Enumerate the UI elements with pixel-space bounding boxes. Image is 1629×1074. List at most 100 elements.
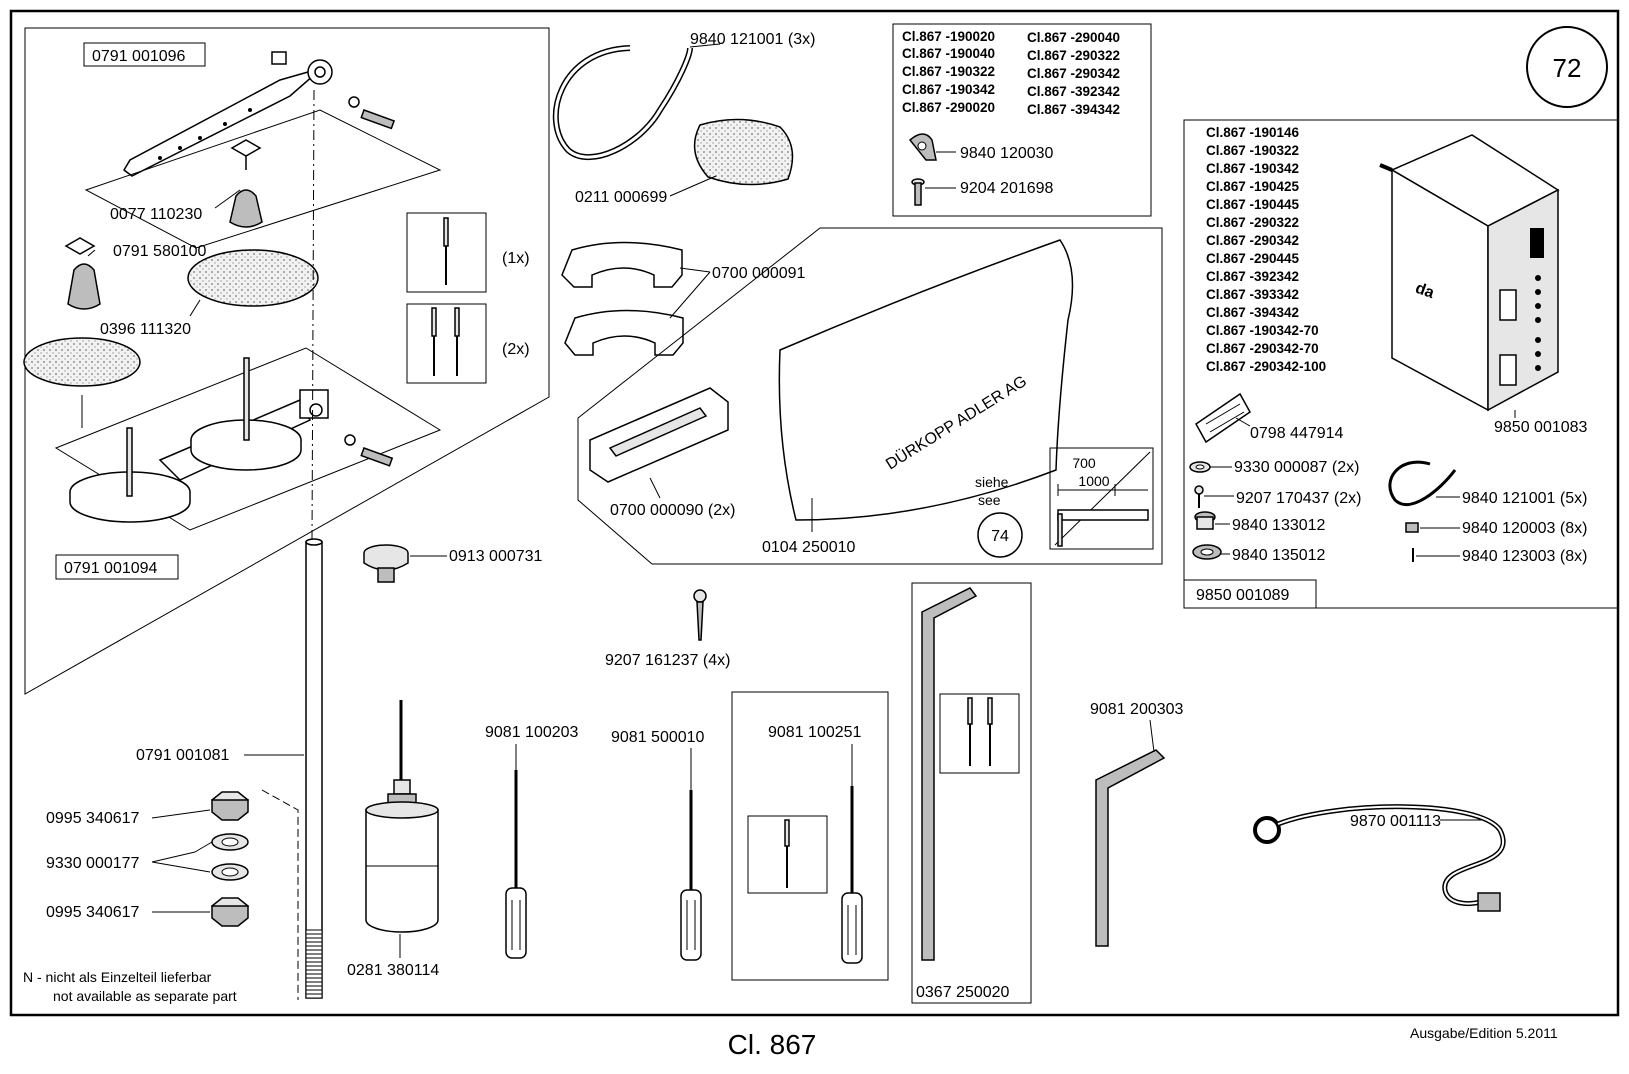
label-0396-111320: 0396 111320 — [100, 321, 191, 338]
label-9850-001083: 9850 001083 — [1494, 419, 1588, 436]
wood-screw — [693, 589, 707, 641]
screw-9207-170437 — [1194, 485, 1204, 508]
label-needle-1x: (1x) — [502, 250, 530, 267]
page-number: 72 — [1553, 53, 1582, 83]
clip-9840-120003 — [1405, 522, 1419, 533]
class-item: Cl.867 -394342 — [1206, 305, 1299, 320]
class-item: Cl.867 -190040 — [902, 46, 995, 61]
spool-holder-upper — [187, 139, 319, 307]
label-9081-100203: 9081 100203 — [485, 724, 579, 741]
label-0913-000731: 0913 000731 — [449, 548, 543, 565]
needle-box-kit — [747, 815, 828, 894]
screwdriver-9081-100203 — [505, 770, 527, 959]
footer-class-title: Cl. 867 — [728, 1029, 817, 1060]
label-needle-2x: (2x) — [502, 341, 530, 358]
accessories-frame — [577, 227, 1163, 565]
class-item: Cl.867 -190425 — [1206, 179, 1300, 194]
label-0791-001094: 0791 001094 — [64, 560, 158, 577]
class-list-right: Cl.867 -190146 Cl.867 -190322 Cl.867 -19… — [1206, 125, 1326, 374]
class-item: Cl.867 -290020 — [902, 100, 995, 115]
cable-tie-large — [552, 43, 721, 161]
needle-box-hex — [939, 693, 1020, 774]
label-0211-000699: 0211 000699 — [575, 189, 667, 206]
grommet-9840-133012 — [1194, 511, 1216, 530]
footer-edition: Ausgabe/Edition 5.2011 — [1410, 1025, 1558, 1041]
control-box-9850: da — [1379, 134, 1560, 418]
centerline — [311, 89, 315, 541]
label-9207-170437: 9207 170437 (2x) — [1236, 490, 1361, 507]
label-0791-580100: 0791 580100 — [113, 243, 207, 260]
label-9840-121001-5x: 9840 121001 (5x) — [1462, 490, 1587, 507]
class-item: Cl.867 -394342 — [1027, 102, 1120, 117]
class-list-top: Cl.867 -190020 Cl.867 -190040 Cl.867 -19… — [902, 29, 1120, 117]
class-item: Cl.867 -392342 — [1206, 269, 1299, 284]
class-item: Cl.867 -393342 — [1206, 287, 1299, 302]
class-list-top-box — [892, 23, 1152, 217]
needle-box-single — [406, 212, 487, 293]
label-9081-200303: 9081 200303 — [1090, 701, 1184, 718]
page-number-badge: 72 — [1526, 26, 1608, 108]
label-9840-123003: 9840 123003 (8x) — [1462, 548, 1587, 565]
screwdriver-9081-100251 — [841, 786, 863, 964]
class-item: Cl.867 -290040 — [1027, 30, 1120, 45]
rubber-pad-pair — [561, 241, 684, 356]
note-english: not available as separate part — [53, 988, 237, 1004]
power-switch-icon — [1530, 228, 1544, 258]
label-9330-000177: 9330 000177 — [46, 855, 140, 872]
dimension-box — [1049, 447, 1154, 550]
class-item: Cl.867 -190445 — [1206, 197, 1300, 212]
class-item: Cl.867 -290342 — [1027, 66, 1120, 81]
knob-0913 — [363, 544, 409, 583]
class-item: Cl.867 -190342-70 — [1206, 323, 1319, 338]
needle-pair-icon — [967, 697, 993, 766]
grommet-9840-135012 — [1192, 544, 1222, 560]
drawer-tray — [589, 387, 729, 483]
label-9081-500010: 9081 500010 — [611, 729, 705, 746]
thread-stand-rod — [305, 538, 323, 999]
class-item: Cl.867 -290342-100 — [1206, 359, 1326, 374]
oil-can — [365, 700, 439, 933]
see-ref-en: see — [978, 492, 1001, 508]
label-0700-000091: 0700 000091 — [712, 265, 806, 282]
needle-box-double — [406, 303, 487, 384]
label-0791-001081: 0791 001081 — [136, 747, 230, 764]
class-item: Cl.867 -290445 — [1206, 251, 1300, 266]
clip-9840-120030 — [908, 133, 937, 161]
class-item: Cl.867 -190322 — [902, 64, 995, 79]
machine-cover: DÜRKOPP ADLER AG — [778, 239, 1074, 521]
brand-logo-icon: da — [1413, 280, 1436, 302]
label-9204-201698: 9204 201698 — [960, 180, 1054, 197]
label-0077-110230: 0077 110230 — [110, 206, 202, 223]
label-0104-250010: 0104 250010 — [762, 539, 856, 556]
label-0367-250020: 0367 250020 — [916, 984, 1010, 1001]
screwdriver-9081-500010 — [680, 790, 702, 961]
thread-arm-assembly — [84, 51, 442, 249]
class-item: Cl.867 -190146 — [1206, 125, 1300, 140]
see-ref-circle — [977, 512, 1023, 558]
dimension-700: 700 — [1072, 455, 1096, 471]
label-9850-001089: 9850 001089 — [1196, 587, 1290, 604]
cable-tie-small — [1388, 460, 1457, 507]
washer-9330-000087 — [1189, 461, 1211, 473]
label-box-0791-001094 — [55, 554, 179, 580]
class-item: Cl.867 -290322 — [1027, 48, 1120, 63]
class-item: Cl.867 -290322 — [1206, 215, 1299, 230]
label-box-9850-001089 — [1183, 579, 1317, 609]
label-9330-000087: 9330 000087 (2x) — [1234, 459, 1359, 476]
needle-icon — [784, 819, 790, 888]
nut-washer-stack — [210, 789, 299, 1000]
label-9840-133012: 9840 133012 — [1232, 517, 1326, 534]
spool-holder-lower — [23, 237, 141, 387]
spool-stand-frame — [24, 27, 550, 695]
label-0798-447914: 0798 447914 — [1250, 425, 1344, 442]
label-9840-121001-3x: 9840 121001 (3x) — [690, 31, 815, 48]
label-0700-000090: 0700 000090 (2x) — [610, 502, 735, 519]
see-ref-number: 74 — [991, 528, 1009, 545]
label-9207-161237: 9207 161237 (4x) — [605, 652, 730, 669]
ground-cable-9870 — [1253, 804, 1506, 912]
hex-key-0367 — [921, 587, 978, 961]
spool-base-plate — [54, 347, 442, 531]
accessory-kit-frame — [1183, 119, 1619, 609]
label-9870-001113: 9870 001113 — [1350, 813, 1441, 830]
